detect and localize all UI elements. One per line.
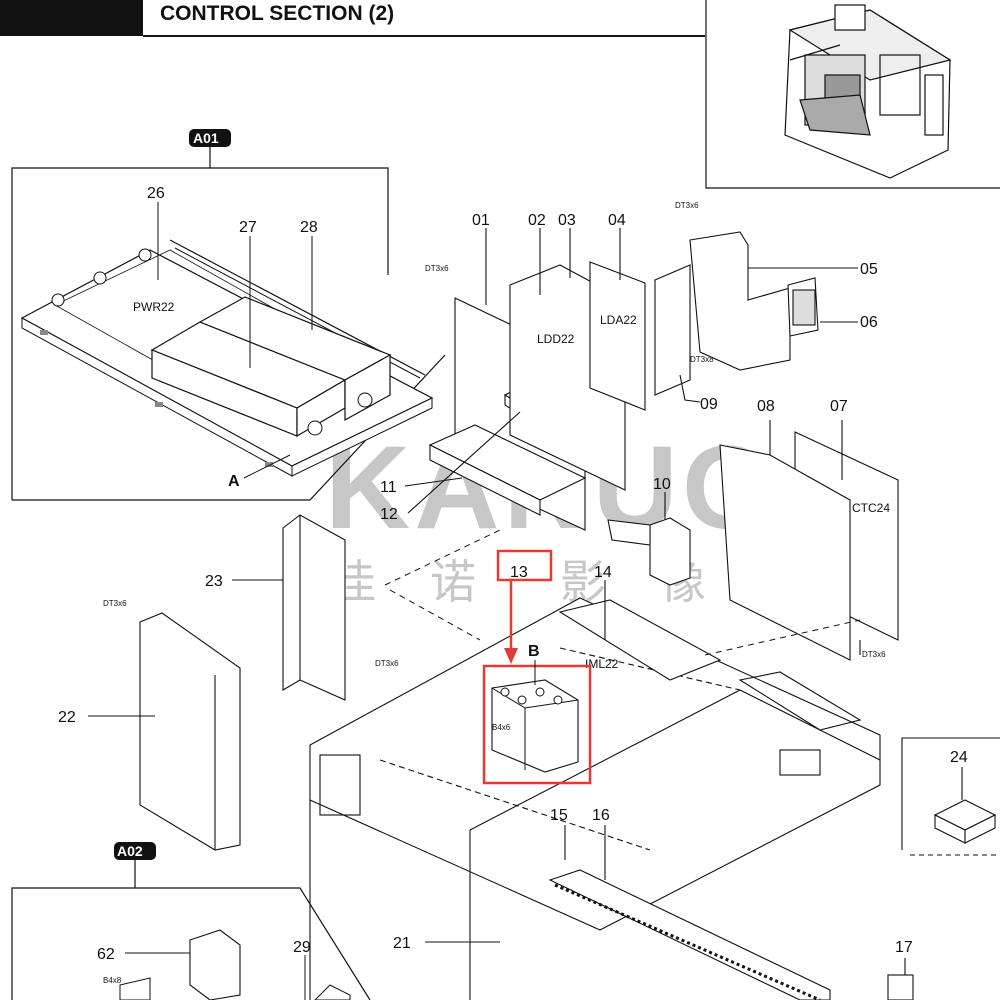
- callout-26: 26: [147, 185, 165, 202]
- callout-08: 08: [757, 398, 775, 415]
- screw-dt3x6-1: DT3x6: [425, 264, 449, 273]
- a01-badge-label: A01: [193, 130, 219, 146]
- dashed-guides: [384, 529, 861, 656]
- part-17: [887, 854, 1000, 1000]
- callout-23: 23: [205, 573, 223, 590]
- page-title: CONTROL SECTION (2): [160, 2, 395, 25]
- title-rule: [143, 35, 705, 37]
- a01-badge: [189, 129, 231, 147]
- ctc24-assembly: [719, 420, 899, 661]
- callout-13: 13: [510, 564, 528, 581]
- callout-17: 17: [895, 939, 913, 956]
- board-lda22: LDA22: [600, 313, 637, 327]
- view-a-label: A: [228, 473, 240, 490]
- callout-09: 09: [700, 396, 718, 413]
- a02-badge-label: A02: [117, 843, 143, 859]
- screw-dt3x6-2: DT3x6: [675, 201, 699, 210]
- screw-dt3x6-4: DT3x6: [375, 659, 399, 668]
- part-10: [607, 492, 691, 586]
- screw-dt3x8: DT3x8: [690, 355, 714, 364]
- panel-22: [88, 612, 241, 851]
- callout-28: 28: [300, 219, 318, 236]
- callout-10: 10: [653, 476, 671, 493]
- board-ldd22: LDD22: [537, 332, 575, 346]
- callout-27: 27: [239, 219, 257, 236]
- callout-13-highlight-box: [496, 549, 553, 582]
- part-13-highlight-box: [482, 664, 592, 785]
- callout-29: 29: [293, 939, 311, 956]
- callout-22: 22: [58, 709, 76, 726]
- screw-dt3x6-5: DT3x6: [103, 599, 127, 608]
- callout-02: 02: [528, 212, 546, 229]
- callout-15: 15: [550, 807, 568, 824]
- callout-14: 14: [594, 564, 612, 581]
- callout-07: 07: [830, 398, 848, 415]
- board-iml22: IML22: [585, 657, 619, 671]
- a02-badge: [114, 842, 156, 860]
- upper-boards-assembly: LDD22 LDA22: [404, 228, 701, 531]
- callout-21: 21: [393, 935, 411, 952]
- board-14-iml22: [558, 580, 722, 681]
- callout-11: 11: [380, 479, 397, 496]
- board-ctc24: CTC24: [852, 501, 890, 515]
- header-tab: [0, 0, 143, 36]
- callout-04: 04: [608, 212, 626, 229]
- main-chassis: [309, 597, 881, 1000]
- bracket-05-assembly: [689, 231, 858, 371]
- callout-16: 16: [592, 807, 610, 824]
- machine-overview-inset: [705, 0, 1000, 189]
- callout-62: 62: [97, 946, 115, 963]
- watermark-cjk-2: 诺: [430, 556, 476, 608]
- callout-05: 05: [860, 261, 878, 278]
- callout-01: 01: [472, 212, 490, 229]
- group-a02: A02: [11, 842, 371, 1000]
- screw-dt3x6-3: DT3x6: [862, 650, 886, 659]
- callout-12: 12: [380, 506, 398, 523]
- board-pwr22: PWR22: [133, 300, 175, 314]
- callout-06: 06: [860, 314, 878, 331]
- callout-24: 24: [950, 749, 968, 766]
- view-b-label: B: [528, 643, 540, 660]
- group-a01: A01 PWR22: [11, 129, 446, 501]
- part-24: [901, 737, 1000, 850]
- callout-03: 03: [558, 212, 576, 229]
- part-13-highlight: [482, 549, 592, 785]
- screw-b4x6: B4x6: [492, 723, 511, 732]
- screw-b4x8: B4x8: [103, 976, 122, 985]
- column-23: [232, 514, 346, 701]
